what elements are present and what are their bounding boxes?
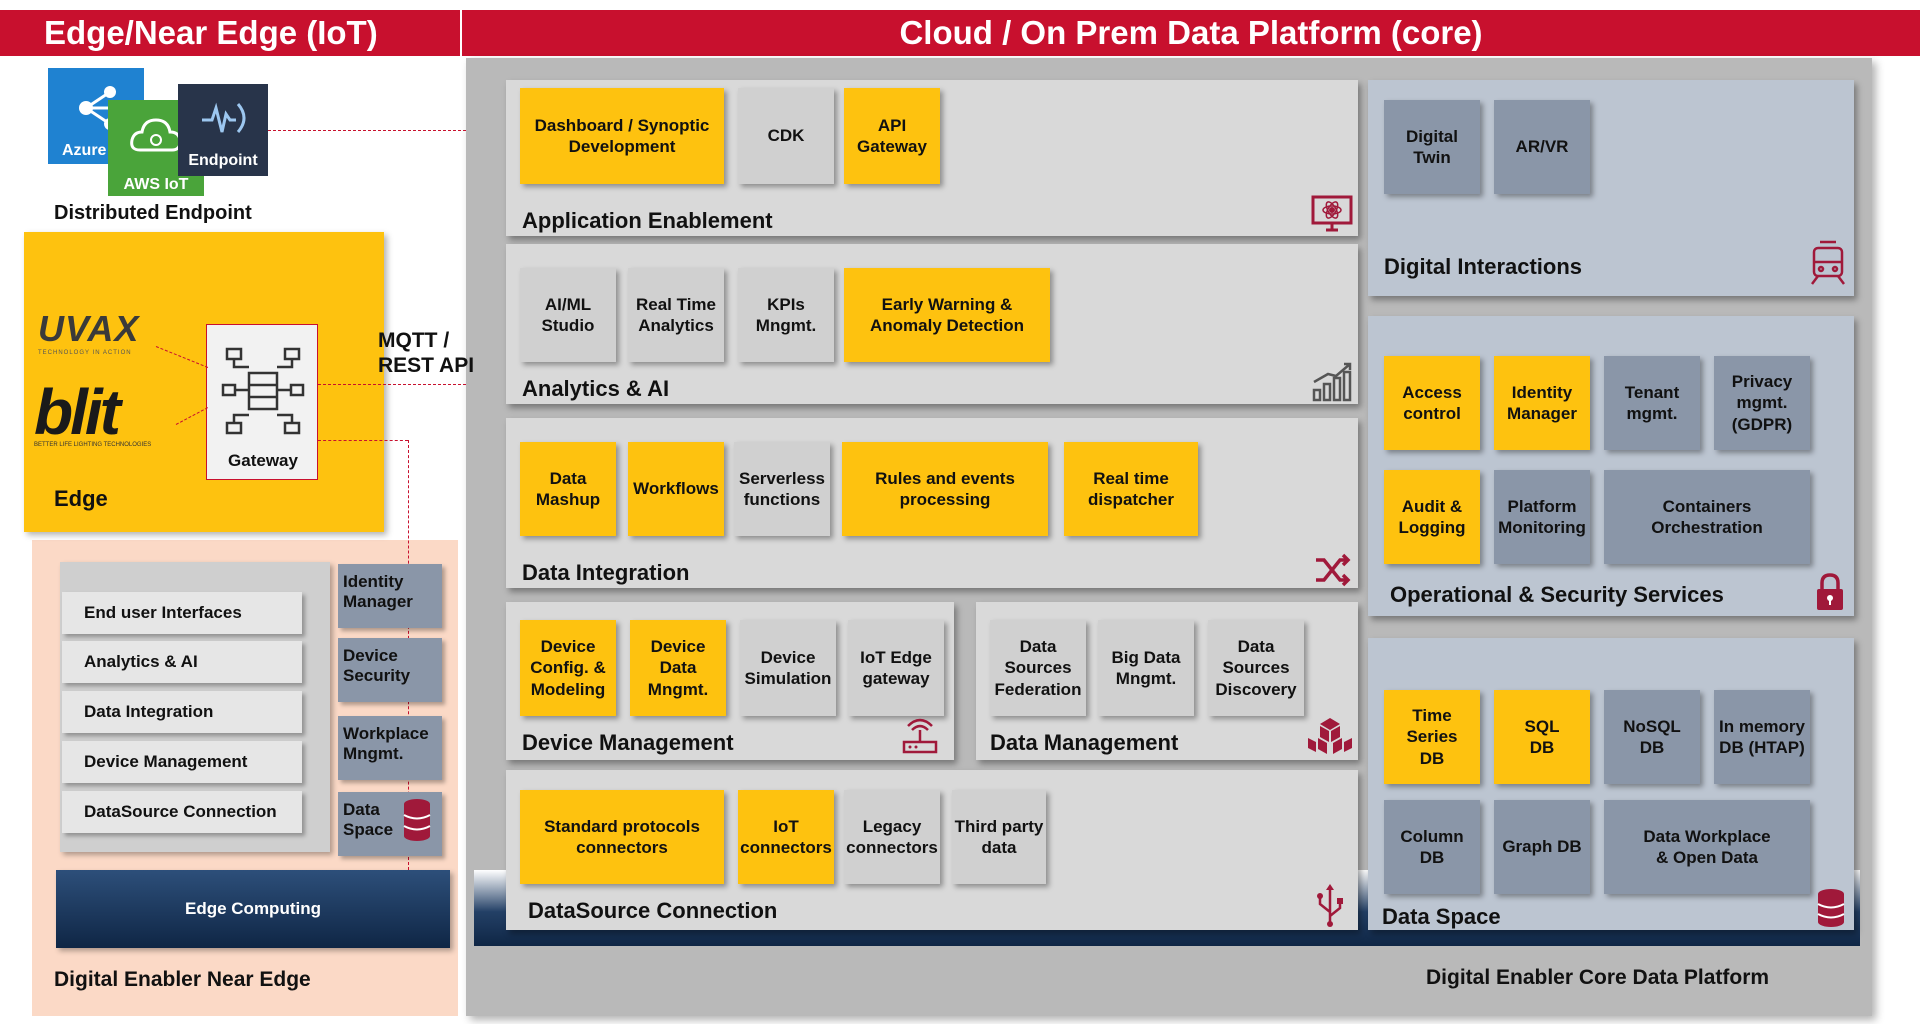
cdk-box: CDK — [738, 88, 834, 184]
edge-computing-label: Edge Computing — [185, 899, 321, 918]
near-edge-workplace-mngmt: Workplace Mngmt. — [338, 716, 442, 780]
core-header-title: Cloud / On Prem Data Platform (core) — [899, 14, 1483, 51]
near-edge-row-device-management: Device Management — [62, 741, 302, 783]
database-icon — [1816, 888, 1846, 928]
blit-tagline: BETTER LIFE LIGHTING TECHNOLOGIES — [34, 441, 152, 448]
legacy-connectors-box: Legacy connectors — [844, 790, 940, 884]
time-series-db-box: Time Series DB — [1384, 690, 1480, 784]
gateway-box: Gateway — [206, 324, 318, 480]
rules-events-box: Rules and events processing — [842, 442, 1048, 536]
core-header: Cloud / On Prem Data Platform (core) — [462, 10, 1920, 56]
usb-icon — [1310, 884, 1350, 928]
endpoint-label: Endpoint — [188, 152, 258, 169]
uvax-tagline: TECHNOLOGY IN ACTION — [38, 350, 132, 356]
blit-logo: blit BETTER LIFE LIGHTING TECHNOLOGIES — [34, 376, 184, 448]
train-icon — [1808, 240, 1848, 286]
tenant-mngmt-box: Tenant mgmt. — [1604, 356, 1700, 450]
lock-icon — [1814, 572, 1846, 612]
cubes-icon — [1308, 716, 1352, 758]
azure-label: Azure — [62, 142, 107, 159]
ar-vr-box: AR/VR — [1494, 100, 1590, 194]
endpoint-connector — [268, 130, 466, 131]
real-time-dispatcher-box: Real time dispatcher — [1064, 442, 1198, 536]
gateway-label: Gateway — [228, 451, 298, 470]
edge-panel — [24, 232, 384, 532]
iot-connectors-box: IoT connectors — [738, 790, 834, 884]
digital-interactions-title: Digital Interactions — [1384, 254, 1583, 279]
near-edge-row-end-user-interfaces: End user Interfaces — [62, 592, 302, 634]
data-space-title: Data Space — [1382, 904, 1501, 929]
near-edge-title: Digital Enabler Near Edge — [54, 968, 311, 991]
near-edge-row-data-integration: Data Integration — [62, 691, 302, 733]
data-mashup-box: Data Mashup — [520, 442, 616, 536]
workflows-box: Workflows — [628, 442, 724, 536]
data-sources-discovery-box: Data Sources Discovery — [1208, 620, 1304, 716]
standard-protocols-box: Standard protocols connectors — [520, 790, 724, 884]
endpoint-wave-icon — [202, 102, 246, 133]
audit-logging-box: Audit & Logging — [1384, 470, 1480, 564]
application-enablement-title: Application Enablement — [522, 208, 773, 233]
privacy-mngmt-box: Privacy mgmt. (GDPR) — [1714, 356, 1810, 450]
nosql-db-box: NoSQL DB — [1604, 690, 1700, 784]
near-edge-row-analytics: Analytics & AI — [62, 641, 302, 683]
protocol-label: MQTT / REST API — [378, 329, 475, 378]
device-config-box: Device Config. & Modeling — [520, 620, 616, 716]
datasource-connection-title: DataSource Connection — [528, 898, 778, 923]
azure-iot-icon — [79, 86, 116, 130]
dashboard-development-box: Dashboard / Synoptic Development — [520, 88, 724, 184]
kpis-mngmt-box: KPIs Mngmt. — [738, 268, 834, 362]
data-integration-title: Data Integration — [522, 560, 690, 585]
blit-logo-text: blit — [34, 376, 121, 448]
device-simulation-box: Device Simulation — [740, 620, 836, 716]
edge-title: Edge — [54, 486, 108, 511]
data-workplace-box: Data Workplace & Open Data — [1604, 800, 1810, 894]
edge-header-title: Edge/Near Edge (IoT) — [44, 14, 378, 51]
sql-db-box: SQL DB — [1494, 690, 1590, 784]
gateway-connector — [318, 384, 466, 385]
security-title: Operational & Security Services — [1390, 582, 1724, 607]
near-edge-device-security: Device Security — [338, 638, 442, 702]
router-icon — [900, 718, 940, 754]
near-edge-identity-manager: Identity Manager — [338, 564, 442, 628]
near-edge-row-datasource-connection: DataSource Connection — [62, 791, 302, 833]
growth-chart-icon — [1310, 362, 1354, 402]
aws-label: AWS IoT — [123, 176, 189, 193]
shuffle-icon — [1310, 550, 1354, 590]
digital-twin-box: Digital Twin — [1384, 100, 1480, 194]
near-edge-database-icon — [402, 798, 432, 842]
analytics-title: Analytics & AI — [522, 376, 670, 401]
iot-edge-gateway-box: IoT Edge gateway — [848, 620, 944, 716]
api-gateway-box: API Gateway — [844, 88, 940, 184]
identity-manager-box: Identity Manager — [1494, 356, 1590, 450]
device-management-title: Device Management — [522, 730, 734, 755]
edge-header: Edge/Near Edge (IoT) — [0, 10, 460, 56]
data-management-title: Data Management — [990, 730, 1179, 755]
early-warning-box: Early Warning & Anomaly Detection — [844, 268, 1050, 362]
endpoint-logo: Endpoint — [178, 84, 268, 176]
platform-monitoring-box: Platform Monitoring — [1494, 470, 1590, 564]
graph-db-box: Graph DB — [1494, 800, 1590, 894]
monitor-atom-icon — [1310, 194, 1354, 234]
containers-orchestration-box: Containers Orchestration — [1604, 470, 1810, 564]
uvax-logo-text: UVAX — [38, 308, 140, 349]
distributed-endpoint-title: Distributed Endpoint — [54, 202, 252, 224]
data-sources-federation-box: Data Sources Federation — [990, 620, 1086, 716]
big-data-mngmt-box: Big Data Mngmt. — [1098, 620, 1194, 716]
aws-cloud-icon — [130, 118, 182, 152]
serverless-functions-box: Serverless functions — [734, 442, 830, 536]
third-party-data-box: Third party data — [952, 790, 1046, 884]
uvax-logo: UVAX TECHNOLOGY IN ACTION — [38, 308, 168, 356]
gateway-network-icon — [221, 347, 305, 435]
device-data-mngmt-box: Device Data Mngmt. — [630, 620, 726, 716]
in-memory-db-box: In memory DB (HTAP) — [1714, 690, 1810, 784]
aiml-studio-box: AI/ML Studio — [520, 268, 616, 362]
core-platform-title: Digital Enabler Core Data Platform — [1426, 966, 1770, 989]
edge-computing-bar: Edge Computing — [56, 870, 450, 948]
column-db-box: Column DB — [1384, 800, 1480, 894]
real-time-analytics-box: Real Time Analytics — [628, 268, 724, 362]
near-edge-connector-top — [318, 440, 408, 441]
access-control-box: Access control — [1384, 356, 1480, 450]
